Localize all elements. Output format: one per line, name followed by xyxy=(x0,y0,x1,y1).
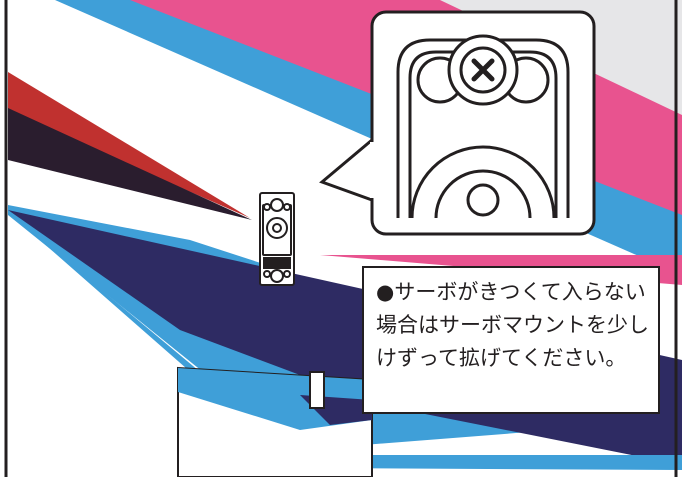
servo-top-screw xyxy=(270,198,284,212)
red-stripe xyxy=(8,72,250,218)
panel-frame xyxy=(4,0,678,477)
output-gear-outer xyxy=(410,145,556,219)
dark-stripe xyxy=(8,108,252,220)
servo-label xyxy=(263,257,291,269)
instruction-note: ●サーボがきつくて入らない場合はサーボマウントを少しけずって拡げてください。 xyxy=(362,266,660,414)
callout-pointer-seam xyxy=(370,142,375,198)
callout-pointer xyxy=(319,136,374,203)
magnified-callout xyxy=(319,10,596,236)
servo-icon xyxy=(259,192,295,286)
output-shaft xyxy=(466,183,500,217)
note-text: サーボがきつくて入らない場合はサーボマウントを少しけずって拡げてください。 xyxy=(376,280,649,370)
servo-mount-clip xyxy=(309,371,325,409)
servo-bottom-screw xyxy=(270,269,284,283)
note-bullet: ● xyxy=(376,280,395,304)
cross-mark xyxy=(471,58,495,82)
magnified-servo xyxy=(396,34,570,219)
output-gear-mid xyxy=(434,169,532,219)
servo-mount-board xyxy=(177,366,373,477)
